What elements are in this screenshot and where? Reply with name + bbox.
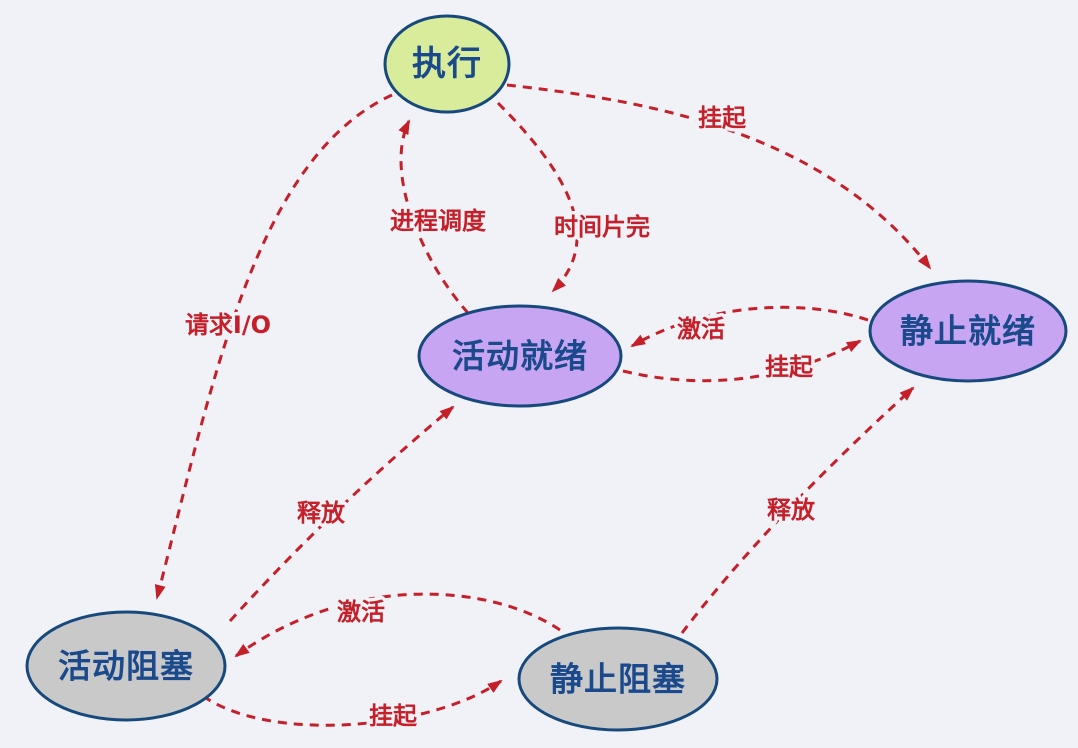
edge-labels-layer: 挂起 进程调度 时间片完 请求I/O 激活 挂起 释放 释放 激活 挂起 <box>181 101 819 734</box>
state-node-static-ready: 静止就绪 <box>868 279 1068 383</box>
state-label-static-ready: 静止就绪 <box>900 312 1036 351</box>
edge-label-suspend-top: 挂起 <box>698 104 747 132</box>
state-node-active-blocked: 活动阻塞 <box>25 610 227 722</box>
edges-layer <box>154 83 932 727</box>
state-label-active-ready: 活动就绪 <box>452 337 588 376</box>
state-ellipse-active-ready <box>417 304 623 408</box>
edge-activate-static-blocked-to-active-blocked <box>234 592 561 658</box>
edge-label-suspend-mid: 挂起 <box>765 353 814 381</box>
edge-label-suspend-bottom: 挂起 <box>369 702 418 730</box>
edge-label-activate-mid: 激活 <box>677 315 725 343</box>
edge-label-request-io: 请求I/O <box>185 311 271 339</box>
edge-suspend-active-blocked-to-static-blocked <box>202 679 503 727</box>
edge-release-static-blocked-to-static-ready <box>680 386 915 634</box>
state-ellipse-static-ready <box>868 279 1068 383</box>
edge-request-io-exec-to-active-blocked <box>154 93 393 600</box>
edge-schedule-active-ready-to-exec <box>398 119 470 315</box>
edge-label-schedule: 进程调度 <box>390 207 487 235</box>
state-node-static-blocked: 静止阻塞 <box>517 626 719 732</box>
edge-suspend-exec-to-static-ready <box>506 83 932 270</box>
state-label-exec: 执行 <box>412 44 482 84</box>
state-node-active-ready: 活动就绪 <box>417 304 623 408</box>
state-ellipse-exec <box>383 14 511 114</box>
state-ellipse-active-blocked <box>25 610 227 722</box>
edge-release-active-blocked-to-active-ready <box>228 405 455 623</box>
state-label-active-blocked: 活动阻塞 <box>58 647 194 686</box>
edge-label-timeslice: 时间片完 <box>554 213 650 241</box>
edge-suspend-active-ready-to-static-ready <box>622 339 862 383</box>
state-label-static-blocked: 静止阻塞 <box>550 660 686 699</box>
edge-label-activate-bottom: 激活 <box>337 598 385 626</box>
edge-label-release-left: 释放 <box>297 499 346 527</box>
state-node-exec: 执行 <box>383 14 511 114</box>
nodes-layer: 执行 活动就绪 静止就绪 活动阻塞 静止阻塞 <box>25 14 1068 732</box>
edge-label-release-right: 释放 <box>767 496 816 524</box>
edge-timeslice-exec-to-active-ready <box>496 101 579 293</box>
state-ellipse-static-blocked <box>517 626 719 732</box>
edge-activate-static-ready-to-active-ready <box>630 305 869 348</box>
